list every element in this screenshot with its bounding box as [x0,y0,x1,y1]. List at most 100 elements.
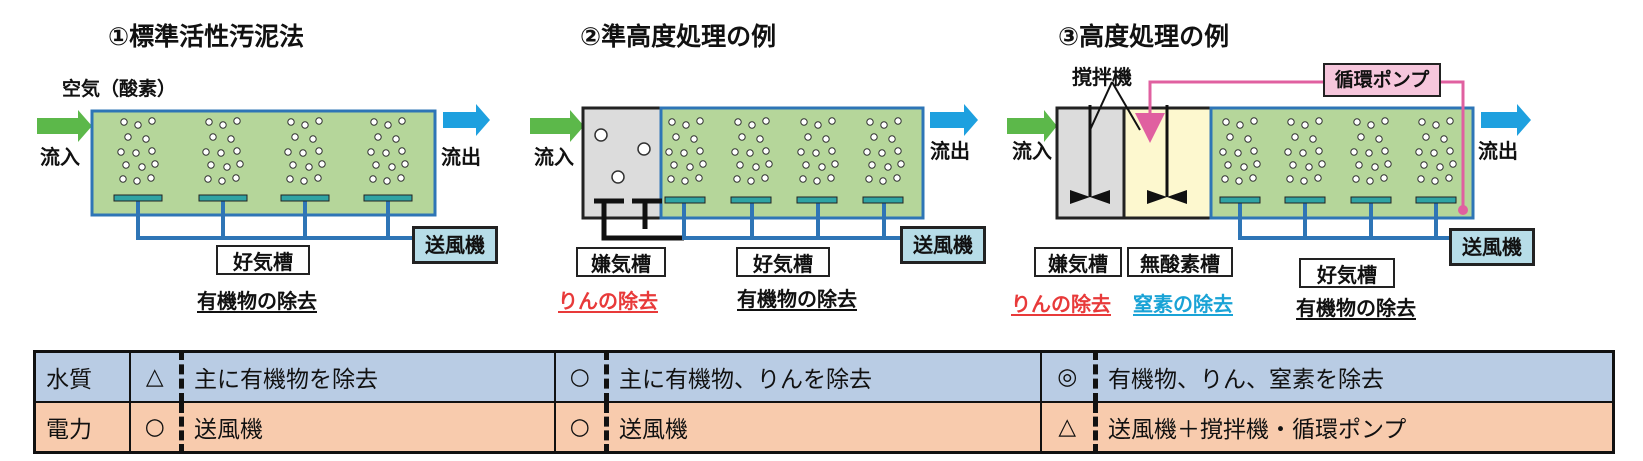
air-bubble [682,121,690,129]
air-bubble [734,118,742,126]
air-bubble [1375,135,1383,143]
purpose-phosphorus-3: りんの除去 [1011,292,1111,316]
title-standard: ①標準活性汚泥法 [108,22,305,51]
air-bubble [1240,163,1248,171]
air-bubble [765,160,773,168]
air-bubble [1224,161,1232,169]
air-bubble [1219,148,1227,156]
air-bubble [831,160,839,168]
air-bubble [699,160,707,168]
air-bubble [369,175,377,183]
air-bubble [219,121,227,129]
air-bubble [148,117,156,125]
air-bubble [733,175,741,183]
air-bubble [736,161,744,169]
air-bubble [1367,121,1375,129]
air-bubble [291,133,299,141]
outflow-label-1: 流出 [441,145,481,169]
air-bubble [205,118,213,126]
air-bubble [1300,177,1308,185]
air-bubble [797,148,805,156]
air-bubble [398,147,406,155]
air-bubble [762,117,770,125]
rating-mark: ○ [128,401,184,454]
air-bubble [668,118,676,126]
air-bubble [1365,149,1373,157]
outflow-arrow-2 [930,104,978,136]
outflow-label-2: 流出 [930,139,970,163]
air-bubble [888,135,896,143]
air-bubble [372,161,380,169]
air-bubble [752,163,760,171]
air-bubble [813,177,821,185]
air-bubble [1420,161,1428,169]
air-bubble [287,118,295,126]
air-bubble [828,117,836,125]
air-bubble [812,149,820,157]
air-bubble [142,135,150,143]
bubbles-1 [117,117,409,185]
air-bubble [1249,174,1257,182]
air-bubble [747,177,755,185]
air-bubble [382,149,390,157]
air-bubble [1318,160,1326,168]
air-bubble [879,177,887,185]
table-row-water-quality: 水質 △ 主に有機物を除去 ○ 主に有機物、りんを除去 ◎ 有機物、りん、窒素を… [33,350,1615,403]
air-bubble [370,118,378,126]
rating-mark: △ [128,350,184,403]
air-bubble [286,175,294,183]
air-bubble [147,174,155,182]
purpose-organic-2: 有機物の除去 [737,287,857,311]
circulation-pipe [1135,80,1465,210]
air-bubble [233,117,241,125]
air-bubble [315,147,323,155]
air-bubble [667,175,675,183]
air-bubble [318,160,326,168]
air-bubble [236,160,244,168]
air-bubble [762,147,770,155]
air-bubble [1445,174,1453,182]
air-bubble [804,133,812,141]
air-bubble [1350,148,1358,156]
air-bubble [681,177,689,185]
circulation-pump-label: 循環ポンプ [1323,63,1441,97]
air-bubble [1315,117,1323,125]
air-bubble [870,133,878,141]
air-bubble [209,133,217,141]
air-bubble [1287,118,1295,126]
air-bubble [1235,177,1243,185]
air-bubble [151,160,159,168]
diagram-1-standard-activated-sludge [37,104,490,240]
air-bubble [1381,147,1389,155]
air-bubble [1284,148,1292,156]
air-bubble [309,135,317,143]
air-bubble [1250,147,1258,155]
air-bubble [202,148,210,156]
aerobic-tank-label-1: 好気槽 [216,245,310,275]
air-bubble [680,149,688,157]
air-bubble [1301,121,1309,129]
air-bubble [695,174,703,182]
air-bubble [686,163,694,171]
large-bubble [637,142,651,156]
air-bubble [1430,149,1438,157]
air-bubble [301,121,309,129]
air-bubble [233,147,241,155]
circulation-intake [1458,205,1468,215]
agitator-1 [1070,105,1110,204]
inflow-arrow-3 [1007,110,1057,142]
title-semi-advanced: ②準高度処理の例 [580,22,777,51]
air-bubble [1226,133,1234,141]
air-bubble [1222,118,1230,126]
air-bubble [1380,174,1388,182]
air-bubble [1449,160,1457,168]
air-bubble [1381,117,1389,125]
inflow-label-2: 流入 [534,145,574,169]
air-bubble [217,149,225,157]
air-bubble [134,121,142,129]
air-bubble [315,117,323,125]
rating-text: 送風機 [606,401,1042,454]
air-label: 空気（酸素） [62,78,177,100]
air-bubble [384,121,392,129]
air-bubble [289,161,297,169]
